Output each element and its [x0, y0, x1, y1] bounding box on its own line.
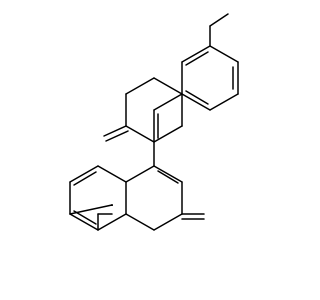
bond — [125, 213, 155, 231]
bond — [105, 130, 129, 142]
bonds — [69, 13, 239, 231]
bond — [73, 210, 97, 225]
bond — [97, 213, 127, 231]
bond — [185, 90, 209, 105]
bond — [69, 165, 99, 183]
molecule-structure-diagram — [69, 13, 239, 231]
bond — [209, 45, 239, 63]
bond — [125, 125, 155, 143]
bond — [69, 213, 99, 231]
bond — [69, 204, 113, 215]
bond — [181, 93, 211, 111]
bond — [153, 93, 183, 111]
bond — [209, 13, 229, 27]
bond — [181, 45, 211, 63]
bond — [125, 165, 155, 183]
bond — [157, 170, 179, 184]
bond — [125, 77, 155, 95]
bond — [153, 77, 183, 95]
bond — [153, 125, 183, 143]
bond — [97, 165, 127, 183]
bond — [153, 213, 183, 231]
bond — [73, 171, 97, 186]
bond — [153, 165, 183, 183]
bond — [209, 93, 239, 111]
bond — [103, 125, 127, 137]
bond — [185, 51, 209, 66]
structure-svg — [69, 13, 239, 231]
